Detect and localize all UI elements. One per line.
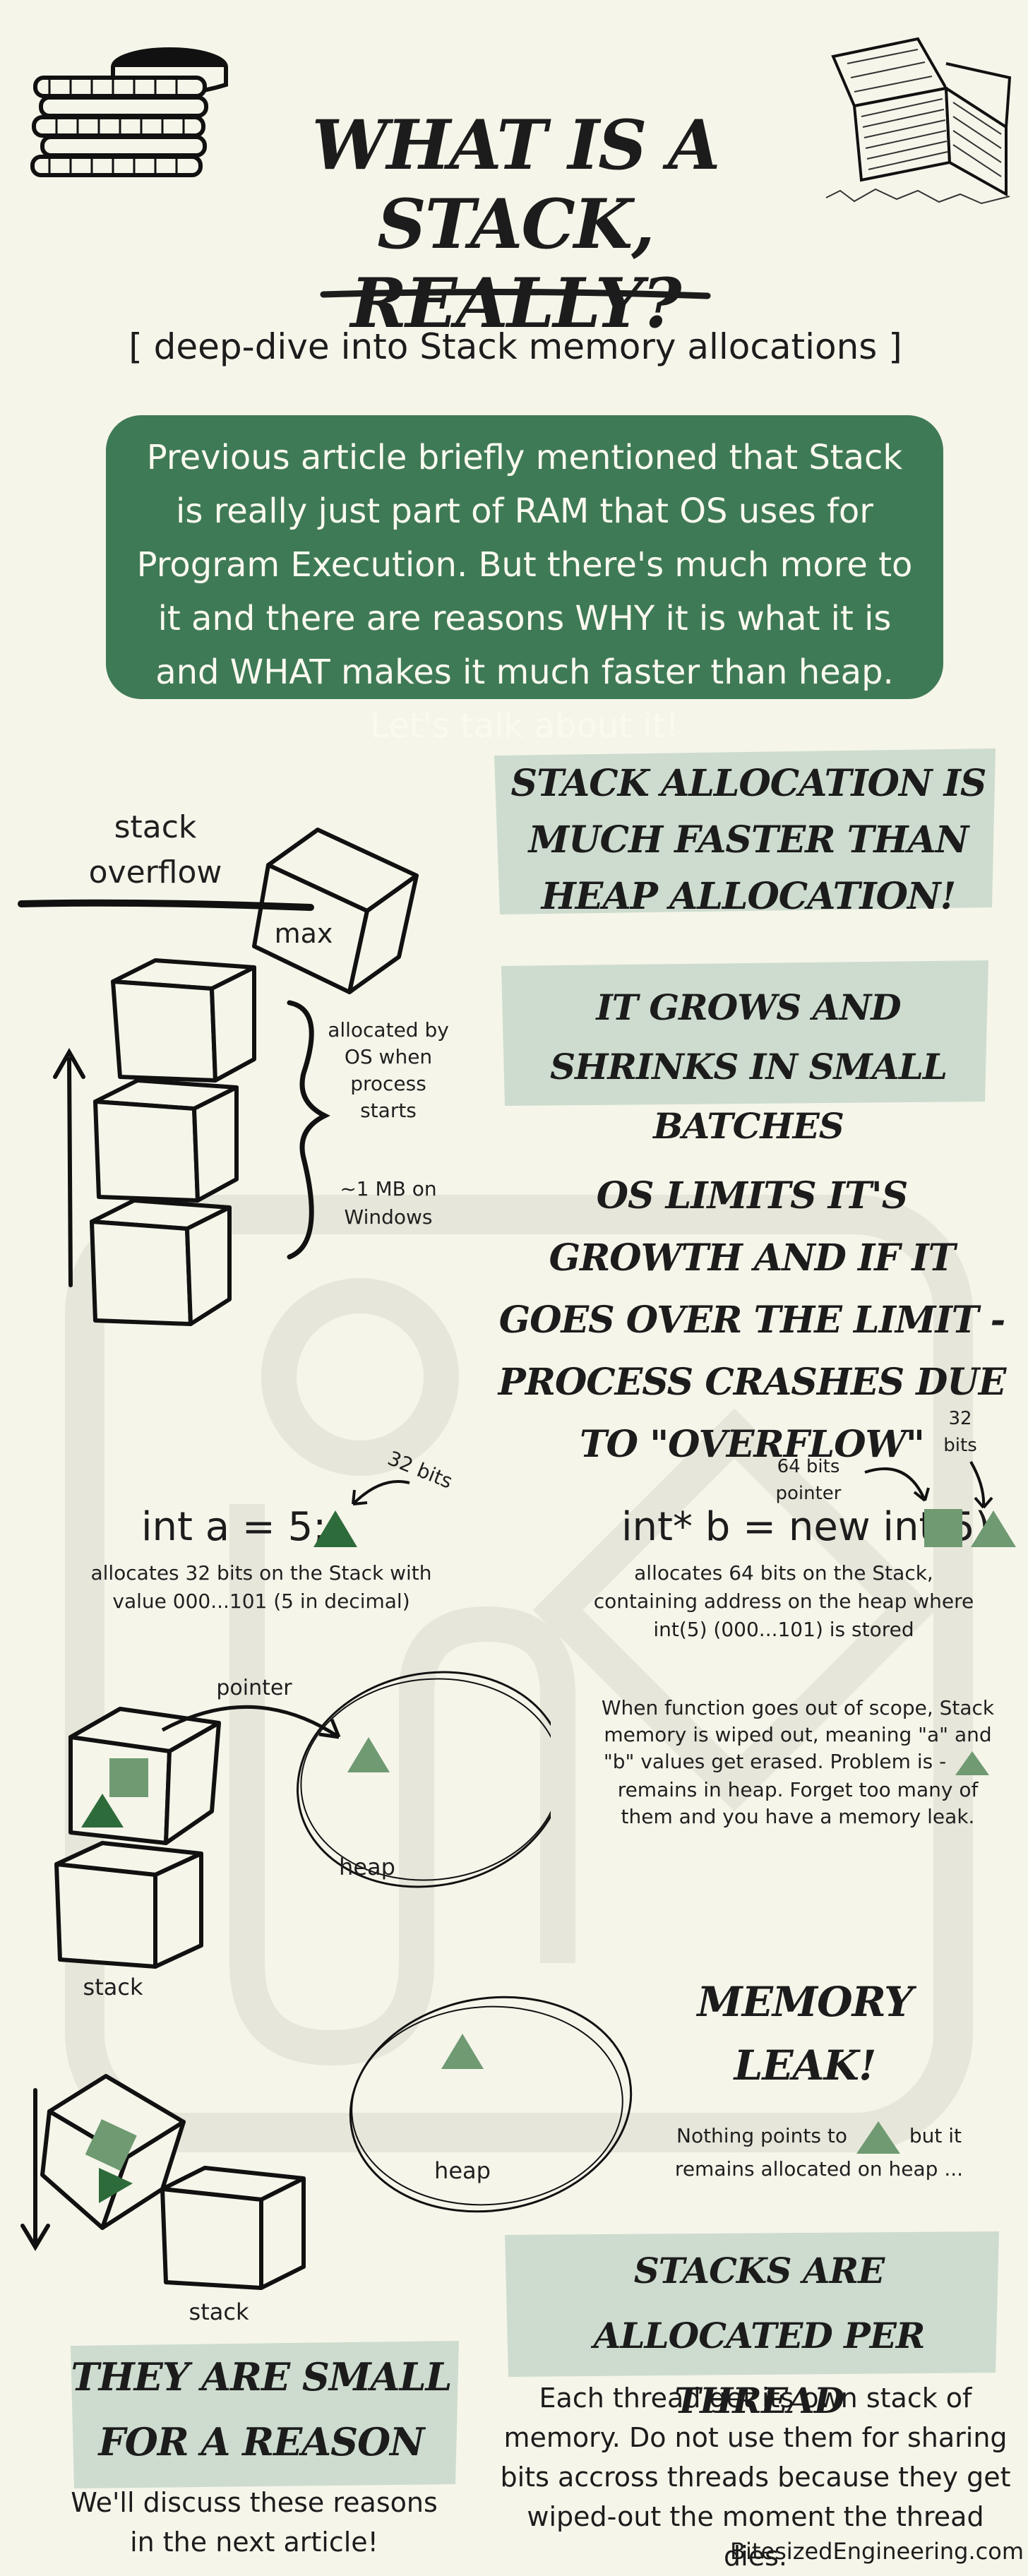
subtitle: [ deep-dive into Stack memory allocation… <box>128 326 902 367</box>
memory-leak-diagram <box>20 1996 633 2290</box>
square-and-triangle-icon <box>924 1509 1016 1547</box>
pointer-heap-diagram <box>54 1671 551 1969</box>
max-label: max <box>274 918 333 949</box>
size-on-windows-label: ~1 MB on Windows <box>340 1177 437 1229</box>
leak-note-text-end: but it remains allocated on heap ... <box>674 2124 964 2181</box>
footer-url: BitesizedEngineering.com <box>730 2538 1024 2565</box>
pointer-label: pointer <box>216 1676 292 1700</box>
page-title: What is a Stack, really? <box>311 105 721 343</box>
bits-label-b: 32 bits <box>943 1408 977 1456</box>
down-arrow-icon <box>969 1461 993 1509</box>
heap-label-leak: heap <box>434 2157 491 2184</box>
scope-note-text: When function goes out of scope, Stack m… <box>601 1696 995 1773</box>
per-thread-body: Each thread get its own stack of memory.… <box>500 2383 1011 2572</box>
desc-int-a: allocates 32 bits on the Stack with valu… <box>90 1561 432 1613</box>
small-heading: They are small for a reason <box>71 2354 452 2464</box>
triangle-icon <box>856 2121 900 2154</box>
fact-os-limits: OS limits it's growth and if it goes ove… <box>498 1174 1007 1466</box>
scope-note-text-end: remains in heap. Forget too many of them… <box>617 1778 979 1828</box>
title-underline <box>320 288 711 299</box>
scope-note: When function goes out of scope, Stack m… <box>600 1695 996 1830</box>
code-int-a: int a = 5; <box>141 1504 327 1550</box>
intro-box: Previous article briefly mentioned that … <box>106 415 943 746</box>
leak-note-text: Nothing points to <box>676 2124 848 2147</box>
hay-bales-illustration <box>825 37 1012 205</box>
stack-growth-diagram <box>18 828 419 1326</box>
small-body: We'll discuss these reasons in the next … <box>71 2487 438 2558</box>
pointer-bits-label: 64 bits pointer <box>775 1456 842 1504</box>
memory-leak-heading: Memory Leak! <box>697 1978 914 2089</box>
per-thread-heading: Stacks are allocated per thread <box>593 2250 926 2421</box>
triangle-icon <box>313 1510 357 1547</box>
curved-arrow-icon <box>864 1467 930 1502</box>
desc-int-b: allocates 64 bits on the Stack, containi… <box>593 1561 974 1641</box>
leak-note: Nothing points to but it remains allocat… <box>642 2118 996 2183</box>
stack-overflow-label: stack overflow <box>88 809 222 890</box>
stack-label-leak: stack <box>189 2298 249 2325</box>
coin-stack-illustration <box>30 47 228 177</box>
stack-label: stack <box>83 1974 143 2000</box>
fact-stack-faster: Stack allocation is MUCH faster than hea… <box>510 762 987 918</box>
curved-arrow-icon <box>352 1480 410 1505</box>
allocated-by-os-label: allocated by OS when process starts <box>328 1018 449 1122</box>
heap-label: heap <box>339 1854 395 1880</box>
fact-grows-shrinks: It grows and shrinks in small batches <box>549 986 948 1147</box>
triangle-icon <box>955 1751 990 1775</box>
